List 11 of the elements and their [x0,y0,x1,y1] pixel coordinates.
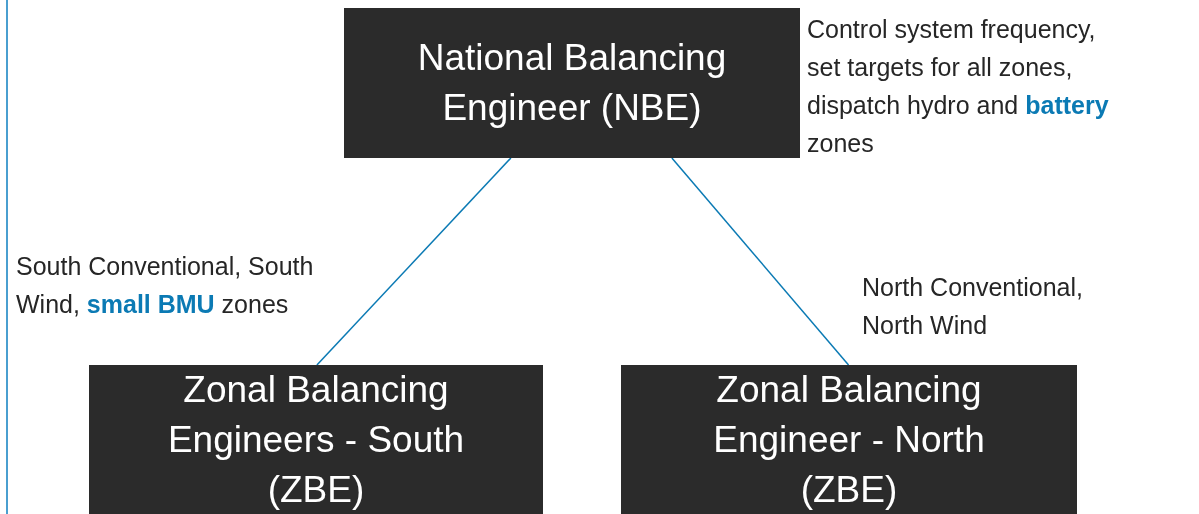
role-title: National Balancing Engineer (NBE) [416,36,728,130]
connector-line [671,157,850,366]
responsibility-note: North Conventional, North Wind [862,272,1084,341]
role-title: Zonal Balancing Engineers - South (ZBE) [166,367,466,512]
connector-line [316,157,512,366]
role-box [621,365,1077,514]
responsibility-note: South Conventional, South Wind, small BMU zones [16,251,315,320]
role-box [89,365,543,514]
role-title: Zonal Balancing Engineer - North (ZBE) [712,367,986,512]
responsibility-note: Control system frequency, set targets for all zones, dispatch hydro and battery zones [807,14,1110,159]
role-box [344,8,800,158]
